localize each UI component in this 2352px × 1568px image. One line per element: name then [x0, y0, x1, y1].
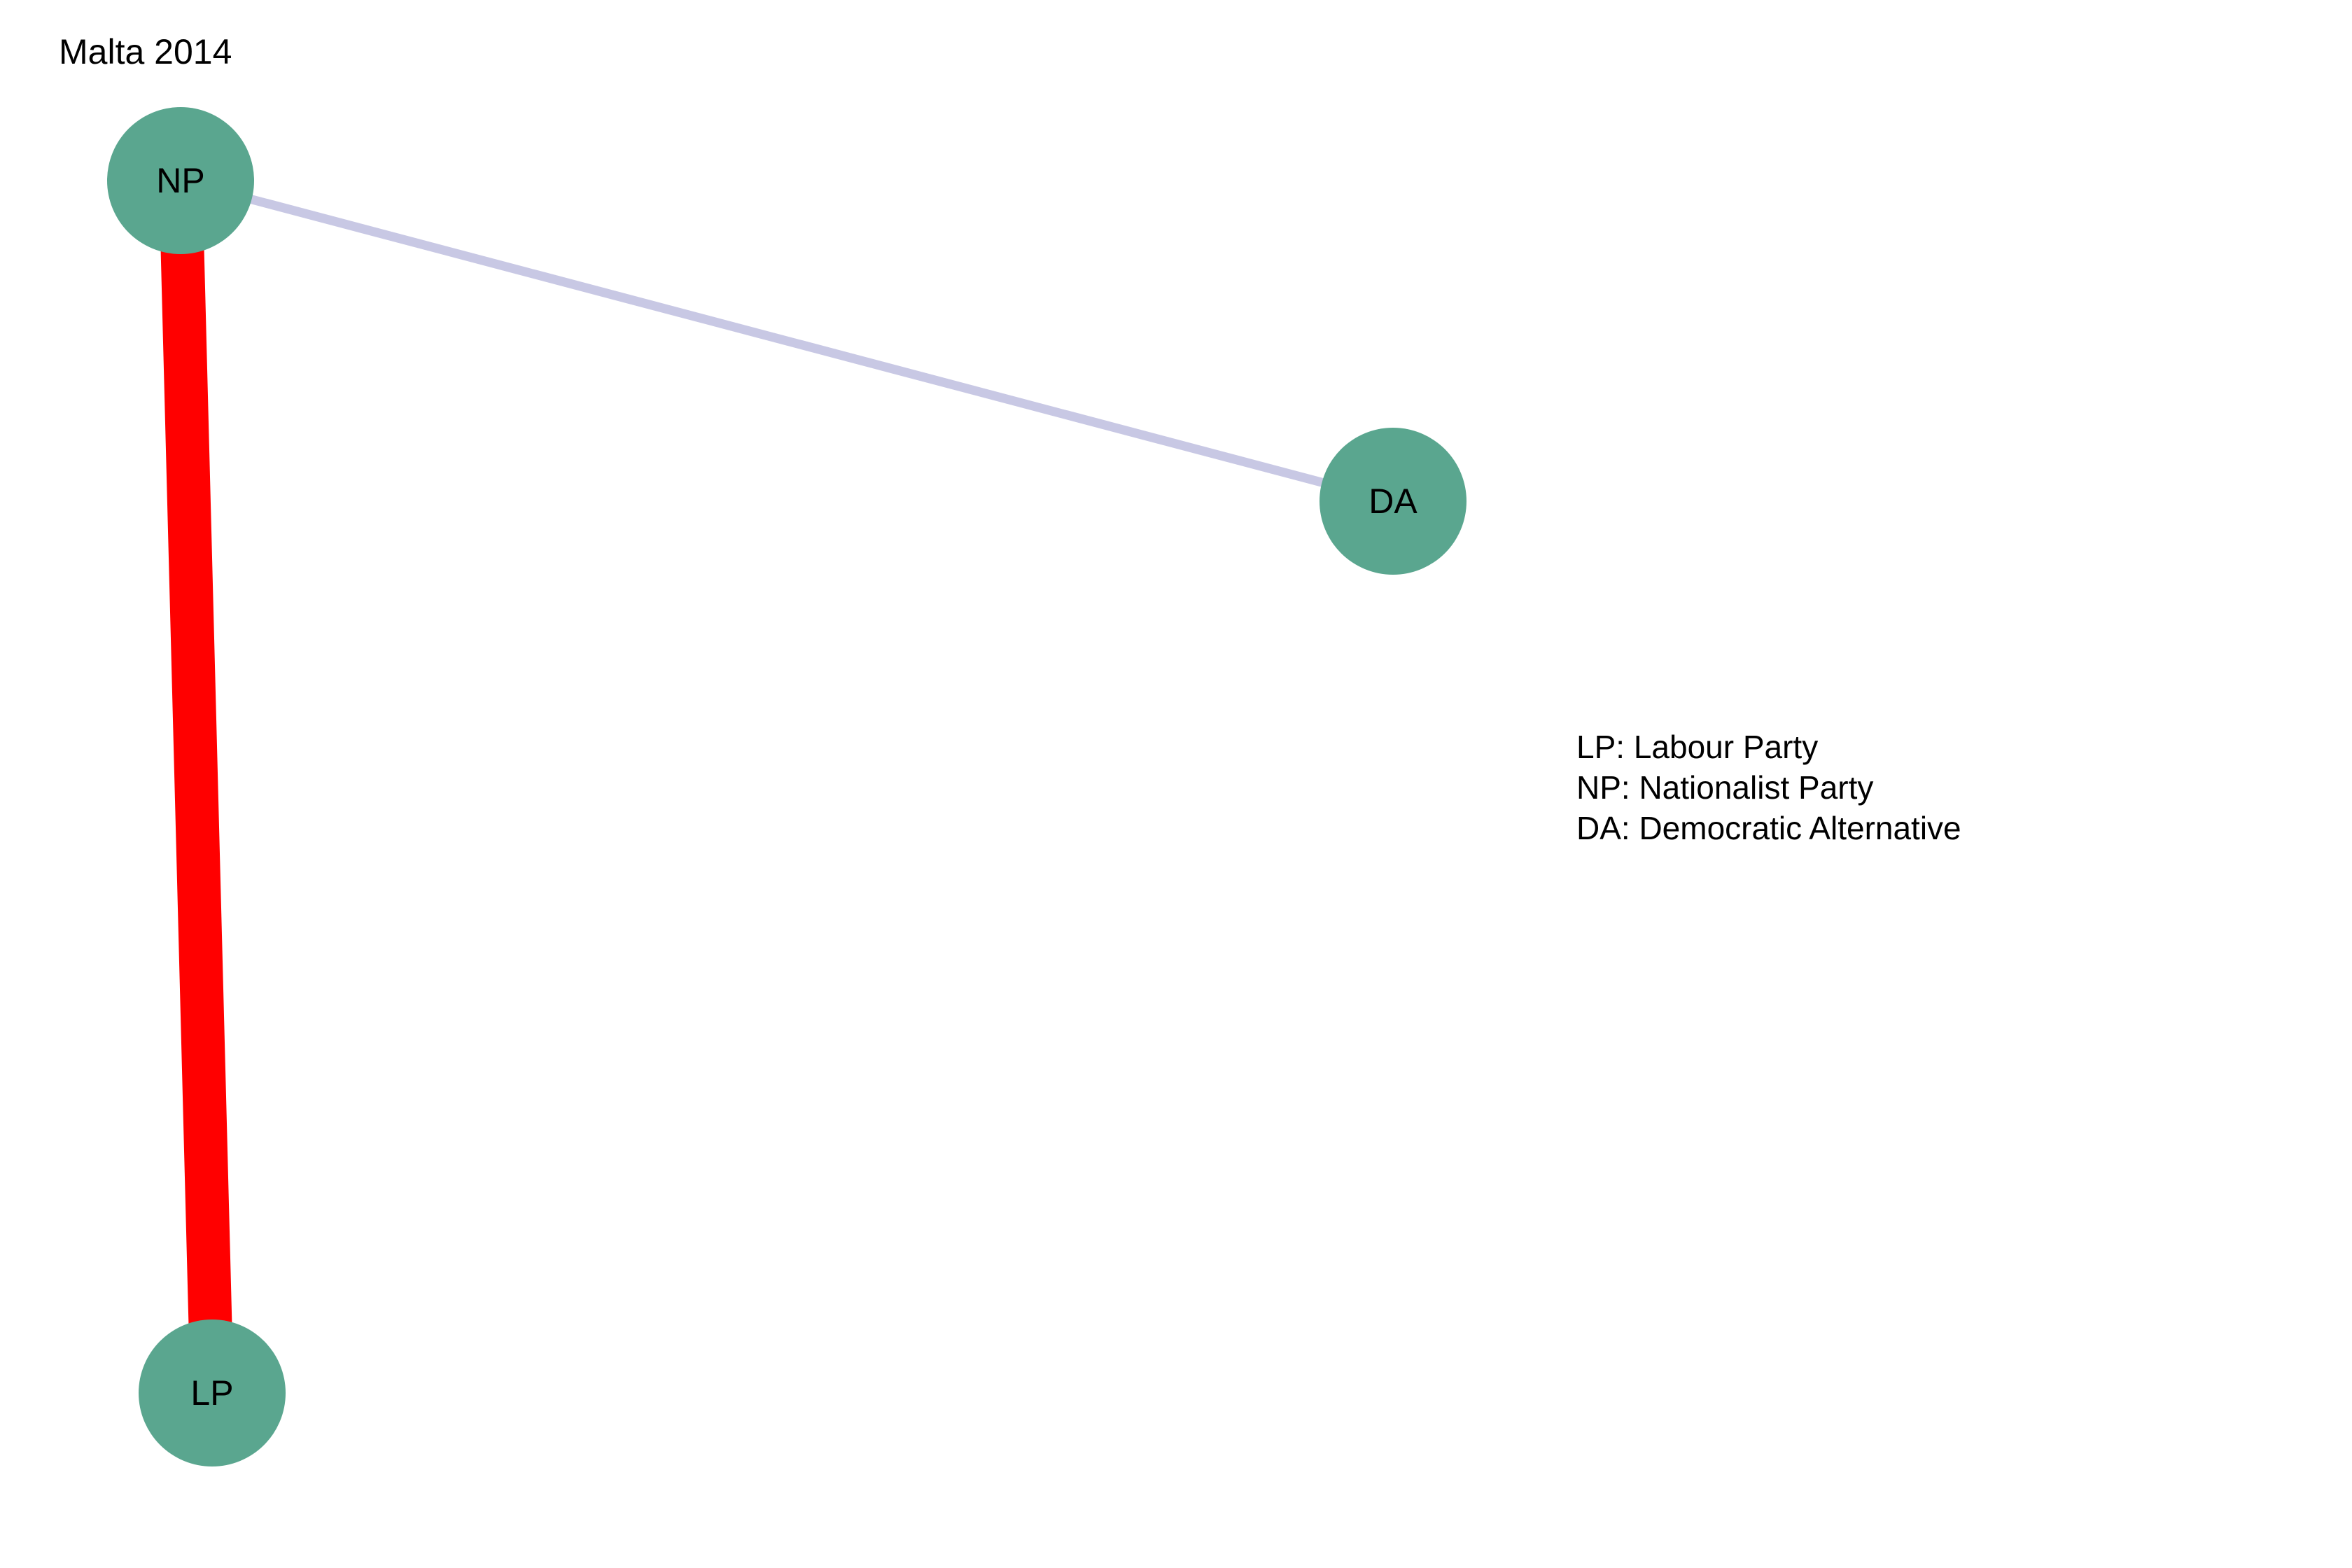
legend-item-lp: LP: Labour Party	[1576, 729, 1819, 765]
node-da-circle	[1320, 428, 1466, 575]
edge-np-da	[179, 176, 1394, 506]
node-da: DA	[1320, 428, 1466, 575]
legend: LP: Labour Party NP: Nationalist Party D…	[1576, 727, 1961, 848]
diagram-title: Malta 2014	[59, 32, 232, 71]
edges-layer	[159, 176, 1394, 1394]
node-np-circle	[107, 107, 254, 254]
node-lp: LP	[139, 1320, 286, 1466]
node-np: NP	[107, 107, 254, 254]
legend-item-np: NP: Nationalist Party	[1576, 769, 1874, 806]
node-np-label: NP	[156, 161, 204, 200]
node-lp-circle	[139, 1320, 286, 1466]
edge-np-lp	[159, 180, 234, 1394]
nodes-layer: NP DA LP	[107, 107, 1466, 1466]
node-da-label: DA	[1368, 482, 1418, 521]
node-lp-label: LP	[190, 1373, 233, 1413]
legend-item-da: DA: Democratic Alternative	[1576, 810, 1961, 846]
